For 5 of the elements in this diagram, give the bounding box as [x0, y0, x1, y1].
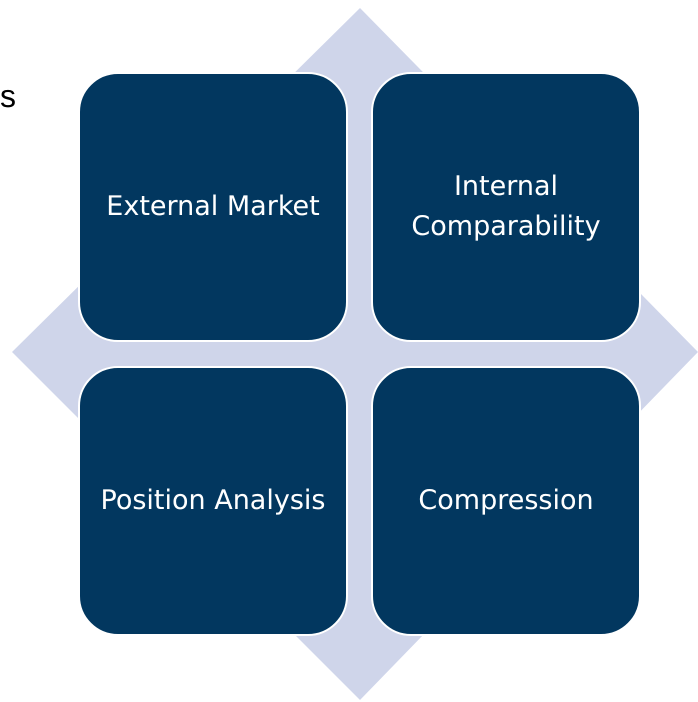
text-fragment: s	[0, 78, 16, 115]
box-label: External Market	[106, 190, 320, 224]
box-label: Compression	[418, 484, 594, 518]
box-label: Internal Comparability	[410, 170, 602, 244]
box-label: Position Analysis	[100, 484, 326, 518]
